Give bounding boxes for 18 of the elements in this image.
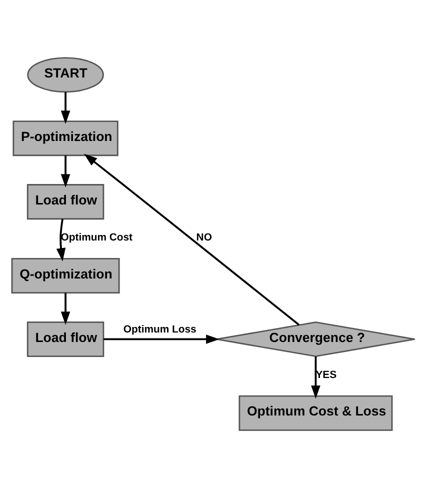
arrow [84,154,300,326]
arrow [60,92,70,124]
arrow [60,155,70,188]
arrow [56,218,66,262]
edge-label: Optimum Loss [123,324,196,336]
arrow [311,356,320,399]
edge-label: YES [316,370,337,381]
arrow [104,334,220,344]
node-diamond: Convergence ? [216,321,416,358]
edge-label: Optimum Cost [60,232,132,244]
arrow [60,292,70,325]
node-ellipse: START [27,57,104,93]
edge-label: NO [196,232,212,244]
node-box: P-optimization [12,120,118,156]
node-box: Optimum Cost & Loss [238,395,393,431]
node-box: Q-optimization [11,258,120,294]
node-box: Load flow [26,321,104,357]
node-box: Load flow [26,184,104,220]
